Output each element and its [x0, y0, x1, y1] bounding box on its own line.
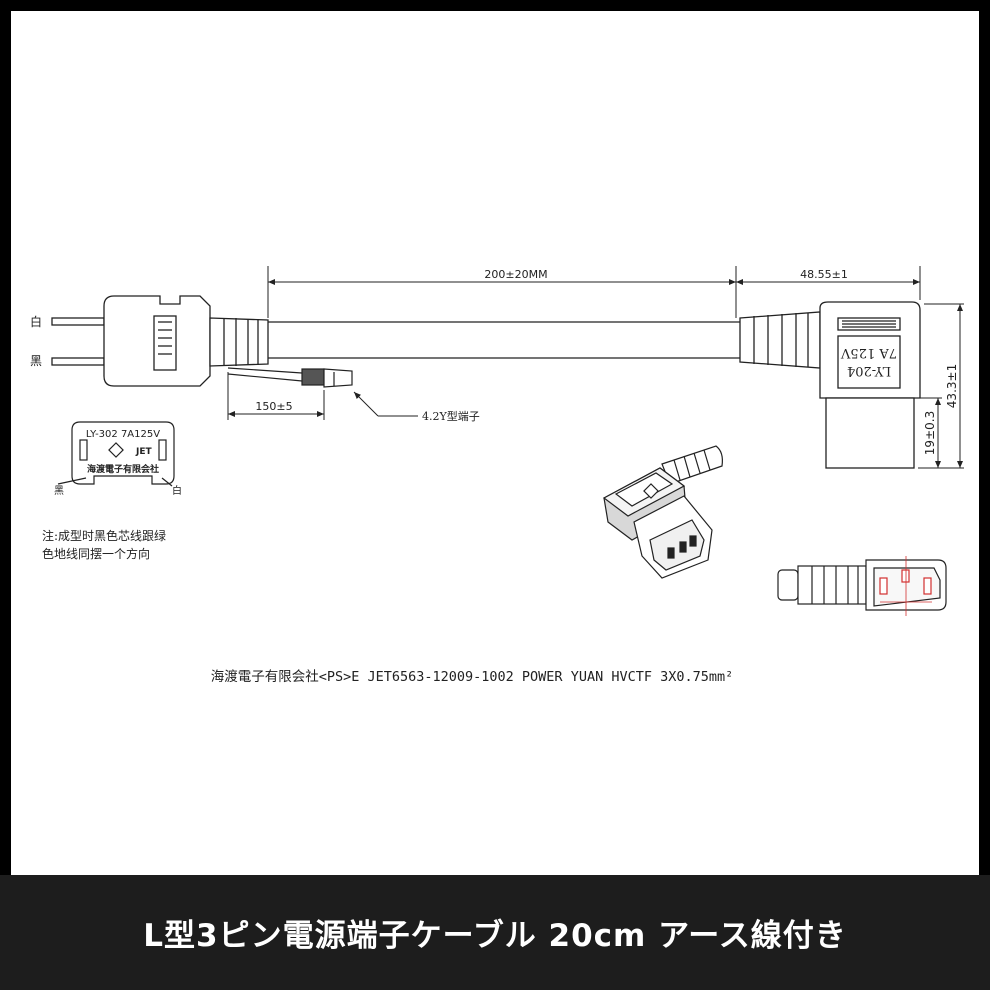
- dim-cable-length-label: 200±20MM: [484, 268, 547, 281]
- dim-connector-height: [918, 303, 964, 469]
- dim-socket-height-label: 19±0.3: [923, 411, 937, 455]
- plug-black-side: 黑: [54, 485, 64, 497]
- plug: [51, 295, 269, 387]
- dim-ground-lead: [227, 372, 325, 420]
- jet-mark: [108, 442, 124, 458]
- dim-ground-lead-label: 150±5: [255, 400, 292, 413]
- plug-cert: JET: [135, 447, 152, 457]
- iec-connector-end: [777, 556, 947, 616]
- dim-cable-length: [267, 266, 737, 318]
- plug-maker: 海渡電子有限会社: [87, 463, 159, 475]
- plug-logo-recess: [153, 315, 177, 371]
- title-banner: L型3ピン電源端子ケーブル 20cm アース線付き: [0, 875, 990, 990]
- drawing-frame: LY-204 7A 125V 200±20MM 48.55±1 150±5 4.…: [11, 11, 979, 875]
- ground-lead: [227, 367, 353, 388]
- grip-ridges: [837, 317, 901, 331]
- dim-connector-length: [736, 266, 921, 300]
- white-wire-label: 白: [30, 314, 42, 329]
- plug-prong-top: [51, 317, 105, 326]
- dim-connector-height-label: 43.3±1: [945, 364, 959, 408]
- connector-rating: 7A 125V: [840, 345, 897, 360]
- note-line-1: 注:成型时黑色芯线跟绿: [42, 528, 166, 543]
- note-line-2: 色地线同摆一个方向: [42, 546, 150, 561]
- terminal-leader: [353, 391, 418, 417]
- plug-face-marking: [57, 421, 175, 487]
- plug-prong-bottom: [51, 357, 105, 366]
- spec-line: 海渡電子有限会社<PS>E JET6563-12009-1002 POWER Y…: [211, 669, 734, 685]
- terminal-label: 4.2Y型端子: [422, 409, 480, 423]
- connector-model: LY-204: [847, 363, 891, 378]
- terminal-sleeve: [301, 368, 325, 386]
- cable-drawing: LY-204 7A 125V 200±20MM 48.55±1 150±5 4.…: [30, 266, 964, 685]
- iec-socket: [825, 397, 915, 469]
- connector-marking: LY-204 7A 125V: [840, 345, 897, 378]
- banner-title: L型3ピン電源端子ケーブル 20cm アース線付き: [143, 918, 847, 954]
- iec-connector-isometric: [602, 445, 723, 579]
- main-cable: [268, 321, 740, 359]
- iec-connector-side: [739, 301, 921, 469]
- plug-white-side: 白: [172, 484, 182, 497]
- black-wire-label: 黑: [30, 354, 42, 368]
- connector-label-box: [837, 335, 901, 389]
- dim-connector-length-label: 48.55±1: [800, 268, 848, 281]
- plug-model-rating: LY-302 7A125V: [86, 429, 160, 440]
